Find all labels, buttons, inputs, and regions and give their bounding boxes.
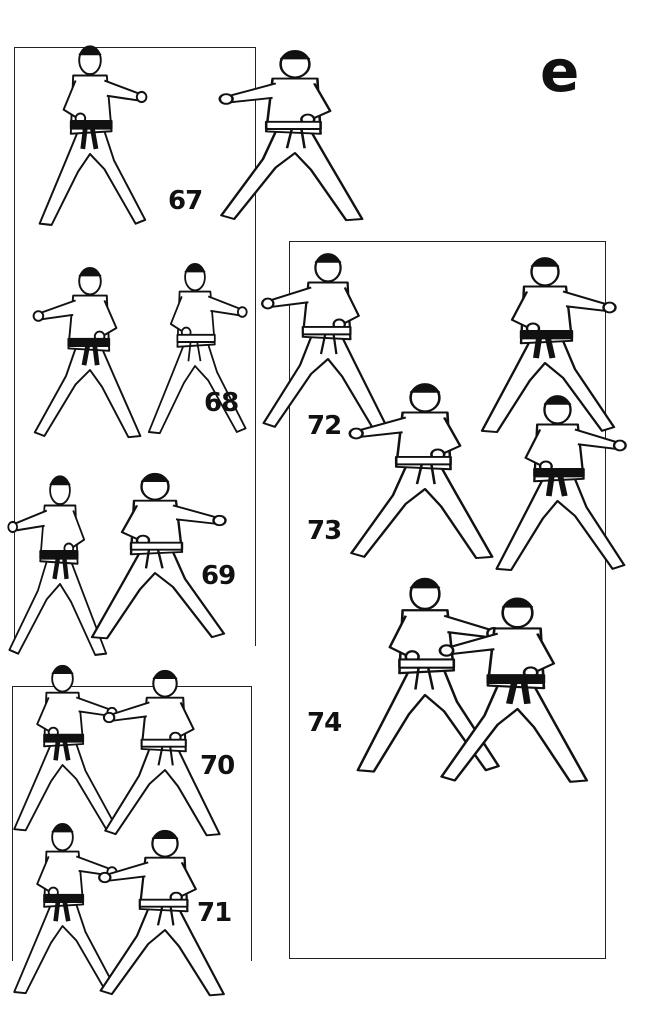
- karate-figure: [98, 829, 225, 997]
- karate-figure: [90, 472, 227, 640]
- figure-number-68: 68: [204, 388, 239, 418]
- karate-figure: [13, 664, 118, 832]
- figure-number-67: 67: [168, 186, 203, 216]
- panel-frame-left-top: [14, 47, 256, 646]
- karate-figure: [348, 383, 494, 560]
- karate-figure: [102, 669, 221, 837]
- karate-figure: [261, 253, 388, 430]
- figure-number-74: 74: [307, 708, 342, 738]
- section-letter: e: [540, 37, 580, 105]
- karate-figure: [495, 395, 627, 572]
- figure-number-71: 71: [197, 898, 232, 928]
- karate-figure: [438, 597, 589, 783]
- karate-figure: [218, 50, 364, 222]
- karate-figure: [147, 263, 248, 435]
- karate-figure: [32, 267, 142, 439]
- figure-number-70: 70: [200, 751, 235, 781]
- figure-number-72: 72: [307, 411, 342, 441]
- figure-number-69: 69: [201, 561, 236, 591]
- karate-figure: [38, 45, 148, 226]
- panel-frame-left-bottom: [12, 686, 252, 961]
- karate-figure: [7, 475, 108, 656]
- panel-frame-right: [289, 241, 606, 959]
- karate-figure: [480, 257, 617, 434]
- figure-number-73: 73: [307, 516, 342, 546]
